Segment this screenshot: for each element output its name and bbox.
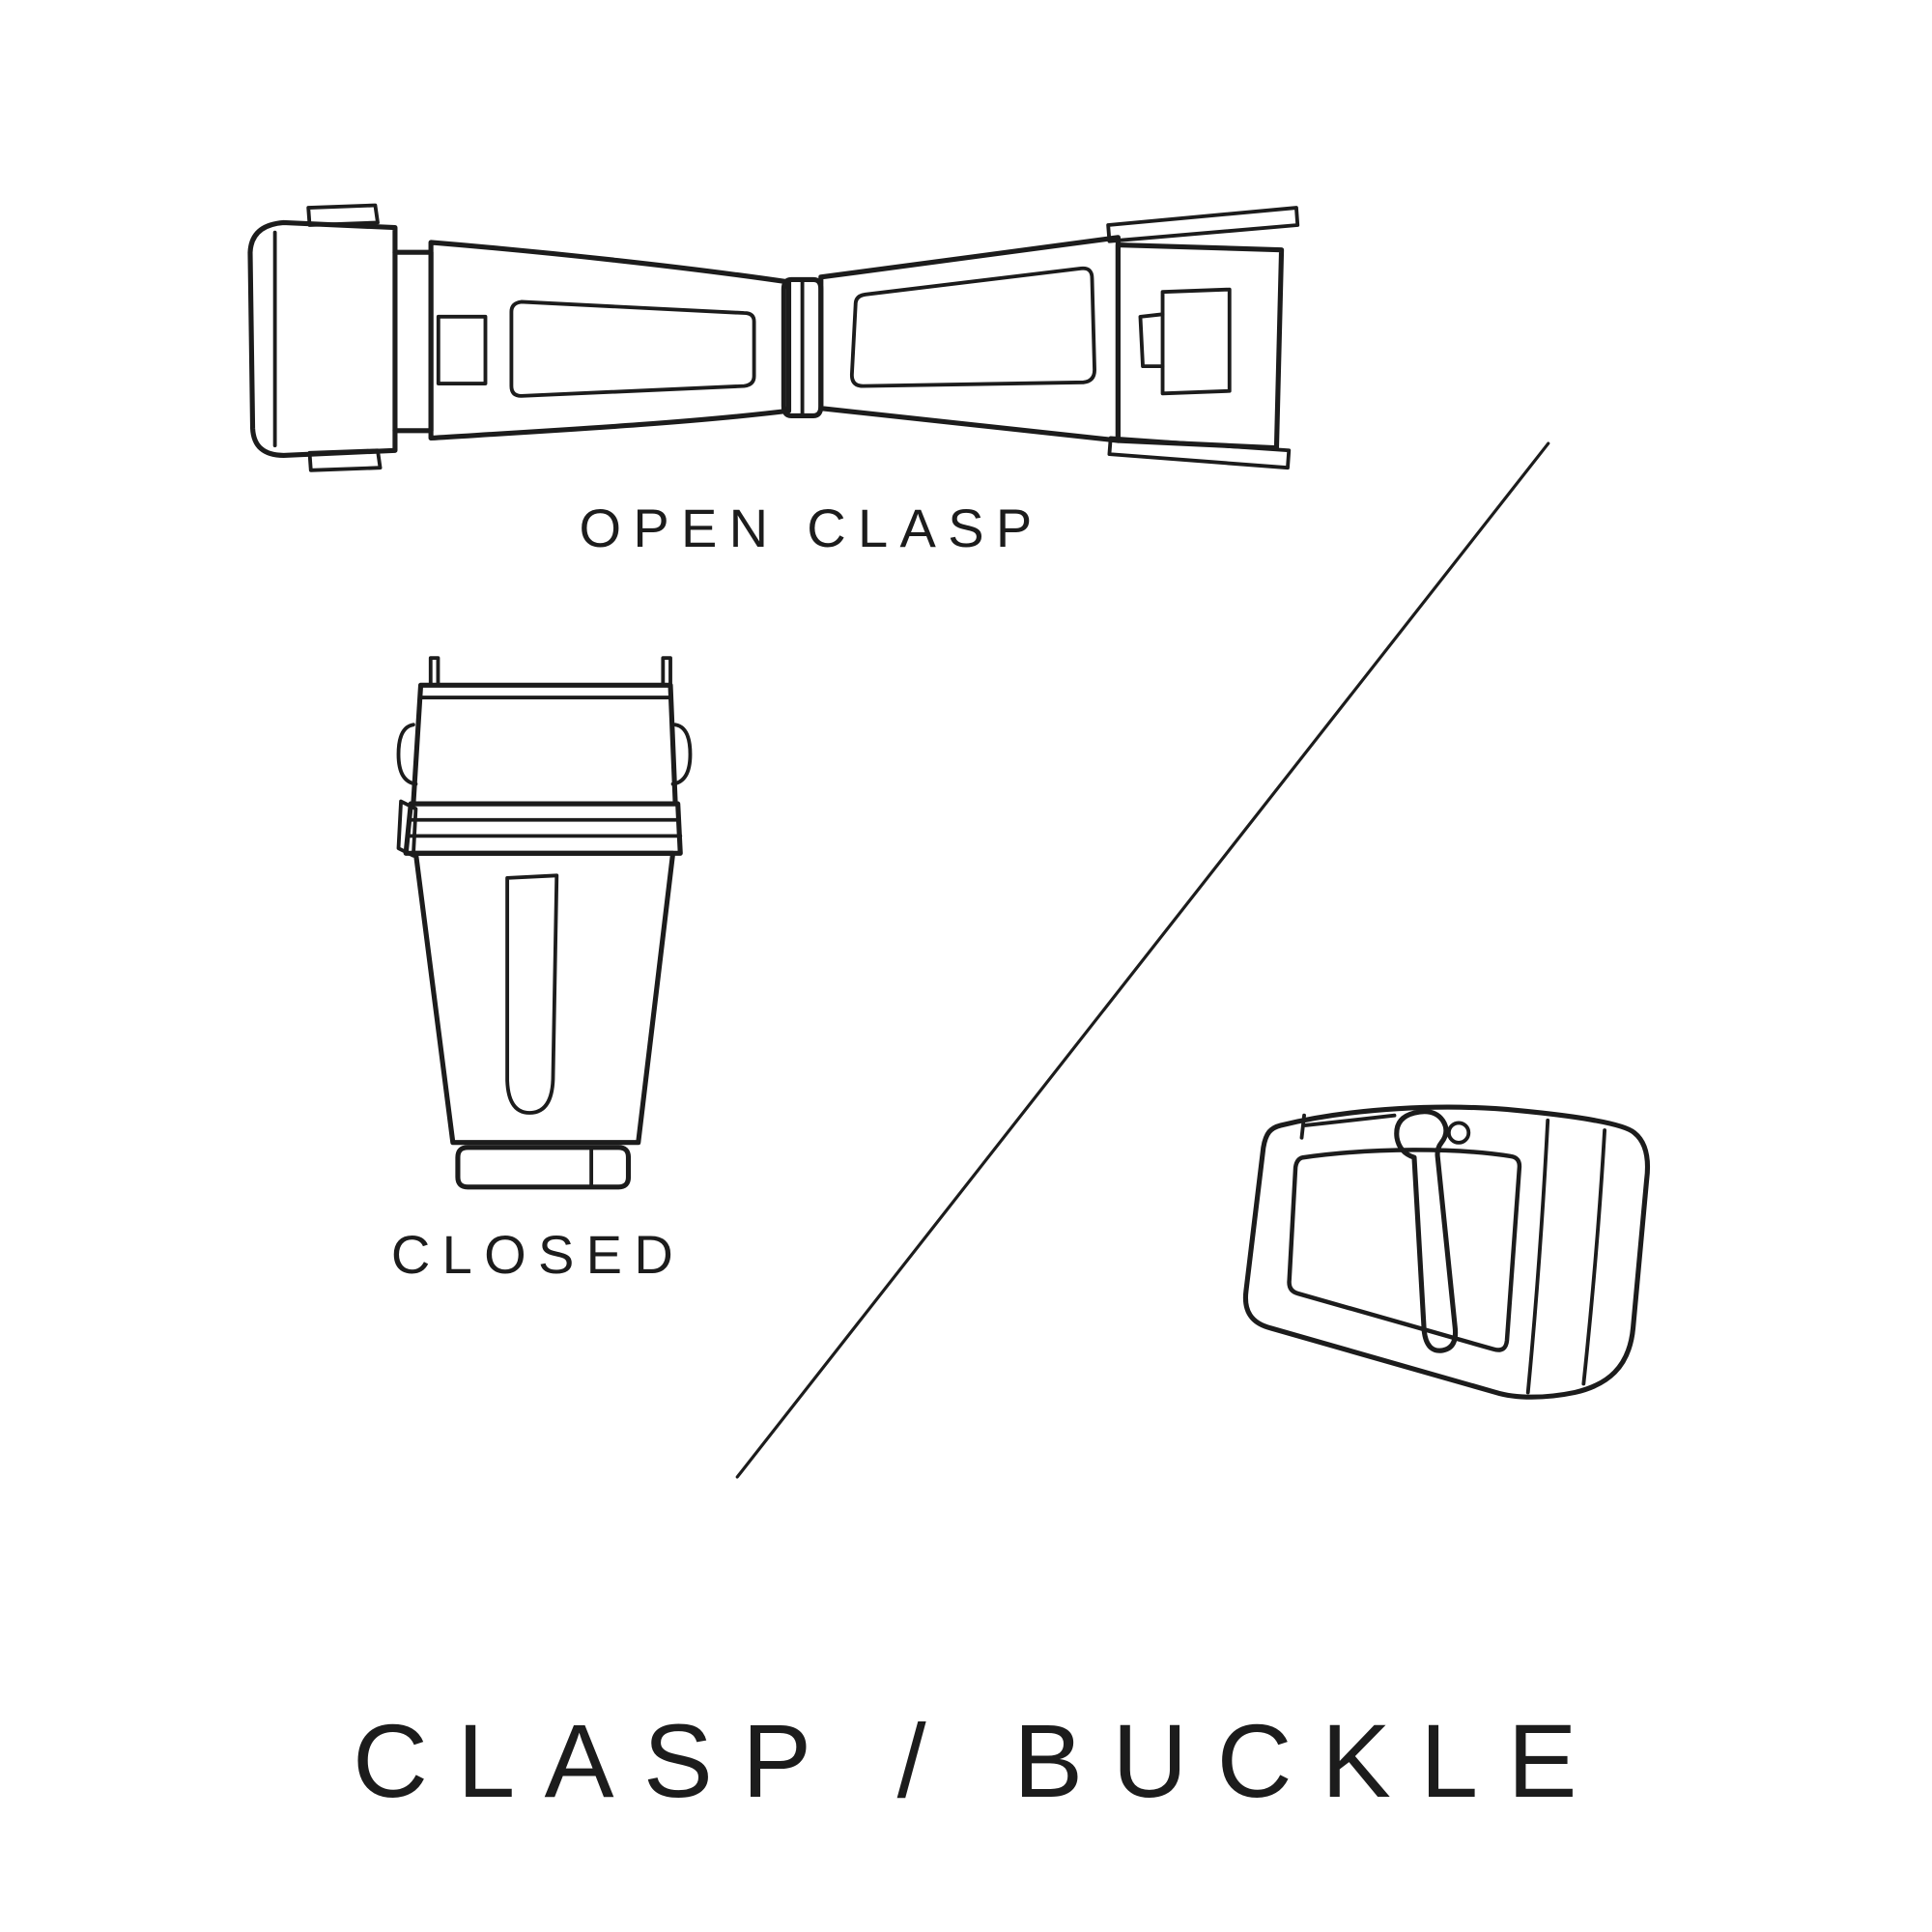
- closed-clasp-illustration: [396, 656, 693, 1190]
- open-clasp-illustration: [247, 203, 1300, 472]
- open-clasp-label: OPEN CLASP: [579, 497, 1044, 558]
- closed-clasp-label: CLOSED: [390, 1224, 686, 1285]
- page-title: CLASP / BUCKLE: [353, 1702, 1606, 1819]
- diagonal-divider-line: [735, 441, 1550, 1479]
- buckle-illustration: [1242, 1104, 1651, 1400]
